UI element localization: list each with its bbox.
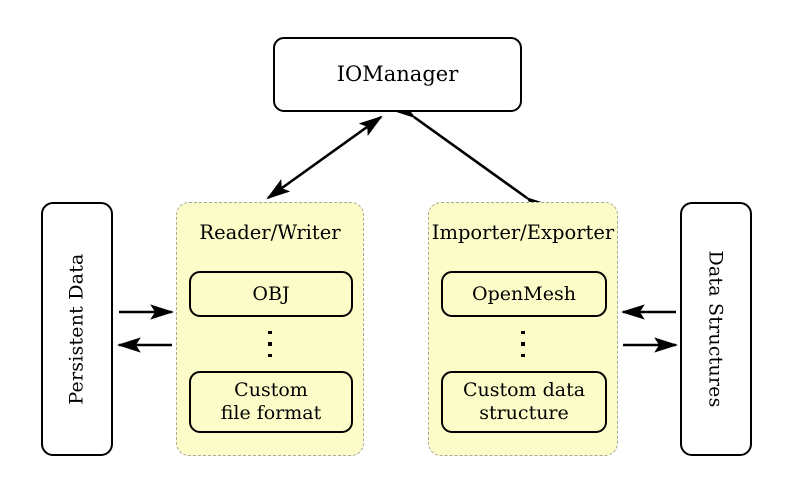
- reader-writer-panel-title: Reader/Writer: [199, 221, 341, 244]
- openmesh-box[interactable]: OpenMesh: [441, 271, 607, 317]
- reader-writer-ellipsis-icon: [177, 331, 363, 358]
- iomanager-node[interactable]: IOManager: [273, 37, 522, 112]
- importer-exporter-panel[interactable]: Importer/Exporter OpenMesh Custom data s…: [428, 202, 618, 456]
- obj-format-box[interactable]: OBJ: [189, 271, 353, 317]
- custom-file-format-line1: Custom: [234, 379, 308, 402]
- importer-exporter-panel-title: Importer/Exporter: [431, 221, 615, 244]
- custom-data-structure-line2: structure: [479, 402, 569, 424]
- iomanager-label: IOManager: [336, 62, 459, 87]
- arrow-iomanager-reader-writer: [266, 115, 383, 200]
- data-structures-node[interactable]: Data Structures: [680, 202, 752, 456]
- openmesh-label: OpenMesh: [472, 282, 576, 305]
- arrow-iomanager-importer-exporter: [391, 98, 550, 217]
- custom-data-structure-line1: Custom data: [462, 379, 586, 402]
- reader-writer-panel[interactable]: Reader/Writer OBJ Custom file format: [176, 202, 364, 456]
- custom-file-format-box[interactable]: Custom file format: [189, 371, 353, 433]
- custom-data-structure-box[interactable]: Custom data structure: [441, 371, 607, 433]
- data-structures-label: Data Structures: [705, 250, 727, 408]
- persistent-data-label: Persistent Data: [66, 253, 88, 405]
- persistent-data-node[interactable]: Persistent Data: [41, 202, 113, 456]
- obj-format-label: OBJ: [252, 282, 290, 305]
- importer-exporter-ellipsis-icon: [429, 331, 617, 358]
- custom-file-format-line2: file format: [220, 402, 322, 424]
